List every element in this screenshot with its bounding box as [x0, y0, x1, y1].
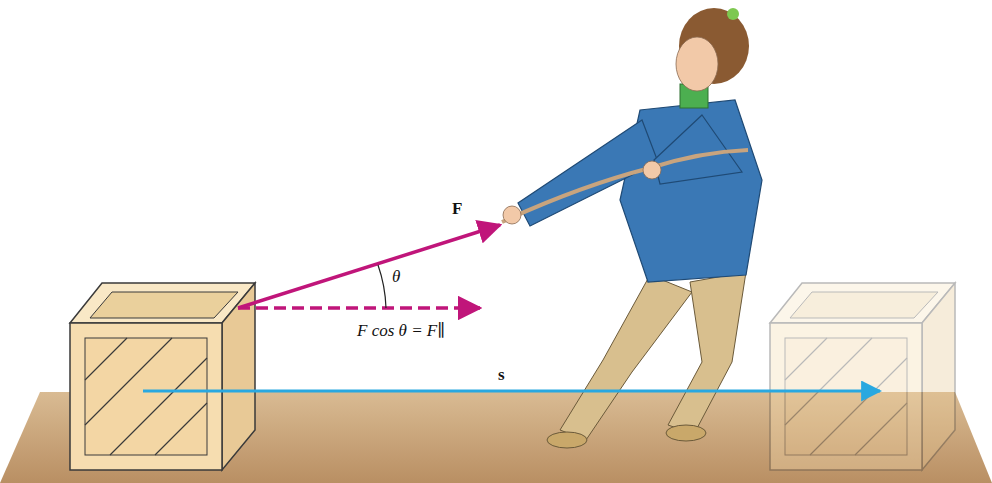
crate-moved: [770, 283, 955, 470]
displacement-arrow: [143, 390, 880, 393]
component-arrow: [238, 306, 480, 310]
angle-arc: [378, 265, 386, 308]
displacement-label: s: [498, 366, 505, 385]
force-label: F: [452, 200, 462, 219]
woman: [502, 8, 762, 448]
force-arrow: [238, 225, 500, 308]
component-label: F cos θ = F∥: [357, 322, 445, 341]
crate: [70, 283, 255, 470]
angle-label: θ: [392, 268, 400, 287]
